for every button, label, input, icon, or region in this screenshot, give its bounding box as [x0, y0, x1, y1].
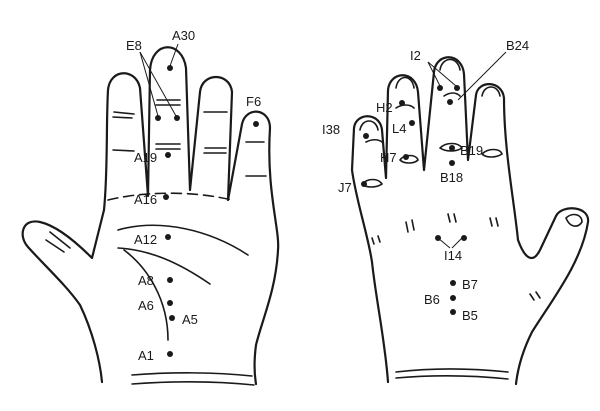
left-crease — [113, 111, 135, 115]
right-knuckle-mark — [447, 213, 457, 223]
label-a8: A8 — [138, 273, 154, 288]
right-knuckle-mark — [443, 92, 461, 97]
right-knuckle-mark — [395, 104, 415, 109]
label-b18: B18 — [440, 170, 463, 185]
right-knuckle-mark — [405, 219, 415, 233]
point-dot-a8[interactable] — [167, 277, 173, 283]
point-dot-e8-right[interactable] — [174, 115, 180, 121]
point-dot-a12[interactable] — [165, 234, 171, 240]
label-l4: L4 — [392, 121, 406, 136]
label-b6: B6 — [424, 292, 440, 307]
left-crease — [112, 116, 133, 119]
right-nail — [395, 76, 415, 89]
point-dots — [155, 65, 467, 357]
right-knuckle-mark — [529, 291, 541, 301]
left-life-line — [123, 249, 169, 341]
label-i14: I14 — [444, 248, 462, 263]
point-dot-b18[interactable] — [449, 160, 455, 166]
point-dot-i38[interactable] — [363, 133, 369, 139]
right-hand — [350, 56, 590, 386]
left-thumb-crease — [49, 231, 71, 249]
right-nail — [481, 86, 501, 97]
point-dot-a30[interactable] — [167, 65, 173, 71]
label-h7: H7 — [380, 150, 397, 165]
label-i2: I2 — [410, 48, 421, 63]
point-dot-f6[interactable] — [253, 121, 259, 127]
label-b19: B19 — [460, 143, 483, 158]
label-h2: H2 — [376, 100, 393, 115]
label-a30: A30 — [172, 28, 195, 43]
point-dot-a16[interactable] — [163, 194, 169, 200]
left-hand — [21, 46, 280, 386]
left-hand-outline — [21, 46, 280, 386]
right-knuckle-mark — [371, 235, 381, 245]
point-dot-b5[interactable] — [450, 309, 456, 315]
right-wrist-line — [395, 375, 509, 380]
right-knuckle-mark — [365, 138, 383, 143]
point-labels: E8 A30 F6 A19 A16 A12 A8 A6 A5 A1 I2 B24… — [126, 28, 529, 363]
point-dot-a1[interactable] — [167, 351, 173, 357]
left-heart-line — [117, 224, 249, 256]
point-dot-b7[interactable] — [450, 280, 456, 286]
point-dot-a6[interactable] — [167, 300, 173, 306]
label-f6: F6 — [246, 94, 261, 109]
left-crease — [112, 149, 135, 152]
left-wrist-line — [131, 381, 255, 386]
label-a12: A12 — [134, 232, 157, 247]
point-dot-b6[interactable] — [450, 295, 456, 301]
right-thumb-nail — [565, 213, 583, 227]
label-a5: A5 — [182, 312, 198, 327]
label-e8: E8 — [126, 38, 142, 53]
left-thumb-crease — [45, 239, 65, 253]
point-dot-a19[interactable] — [165, 152, 171, 158]
leader-lines — [139, 43, 507, 249]
point-dot-b19[interactable] — [449, 145, 455, 151]
point-dot-i2-left[interactable] — [437, 85, 443, 91]
right-knuckle-mark — [481, 148, 503, 158]
point-dot-b24[interactable] — [447, 99, 453, 105]
left-wrist-crease — [131, 372, 253, 377]
point-dot-h2[interactable] — [399, 100, 405, 106]
label-b7: B7 — [462, 277, 478, 292]
right-hand-outline — [350, 56, 590, 386]
label-a6: A6 — [138, 298, 154, 313]
point-dot-e8-left[interactable] — [155, 115, 161, 121]
label-a1: A1 — [138, 348, 154, 363]
point-dot-i2-right[interactable] — [454, 85, 460, 91]
point-dot-j7[interactable] — [361, 181, 367, 187]
point-dot-i14-right[interactable] — [461, 235, 467, 241]
point-dot-h7[interactable] — [403, 154, 409, 160]
right-nail — [439, 58, 461, 71]
right-nail — [359, 120, 379, 131]
label-b5: B5 — [462, 308, 478, 323]
point-dot-a5[interactable] — [169, 315, 175, 321]
label-a16: A16 — [134, 192, 157, 207]
right-knuckle-mark — [439, 142, 464, 152]
right-knuckle-mark — [399, 154, 419, 164]
point-dot-l4[interactable] — [409, 120, 415, 126]
label-a19: A19 — [134, 150, 157, 165]
right-knuckle-mark — [489, 217, 499, 227]
point-dot-i14-left[interactable] — [435, 235, 441, 241]
label-i38: I38 — [322, 122, 340, 137]
right-knuckle-mark — [361, 178, 384, 188]
left-head-line — [117, 247, 211, 285]
left-finger-base-line — [107, 192, 233, 201]
right-wrist-crease — [395, 368, 509, 373]
label-j7: J7 — [338, 180, 352, 195]
label-b24: B24 — [506, 38, 529, 53]
